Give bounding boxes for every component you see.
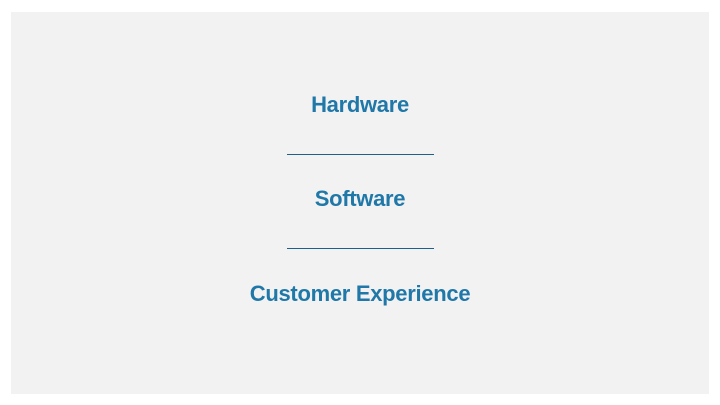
slide-panel: Hardware Software Customer Experience <box>11 12 709 394</box>
software-label: Software <box>314 186 406 211</box>
hardware-label: Hardware <box>311 92 409 117</box>
divider-line <box>287 248 434 249</box>
divider-line <box>287 154 434 155</box>
customer-experience-label: Customer Experience <box>249 281 471 306</box>
